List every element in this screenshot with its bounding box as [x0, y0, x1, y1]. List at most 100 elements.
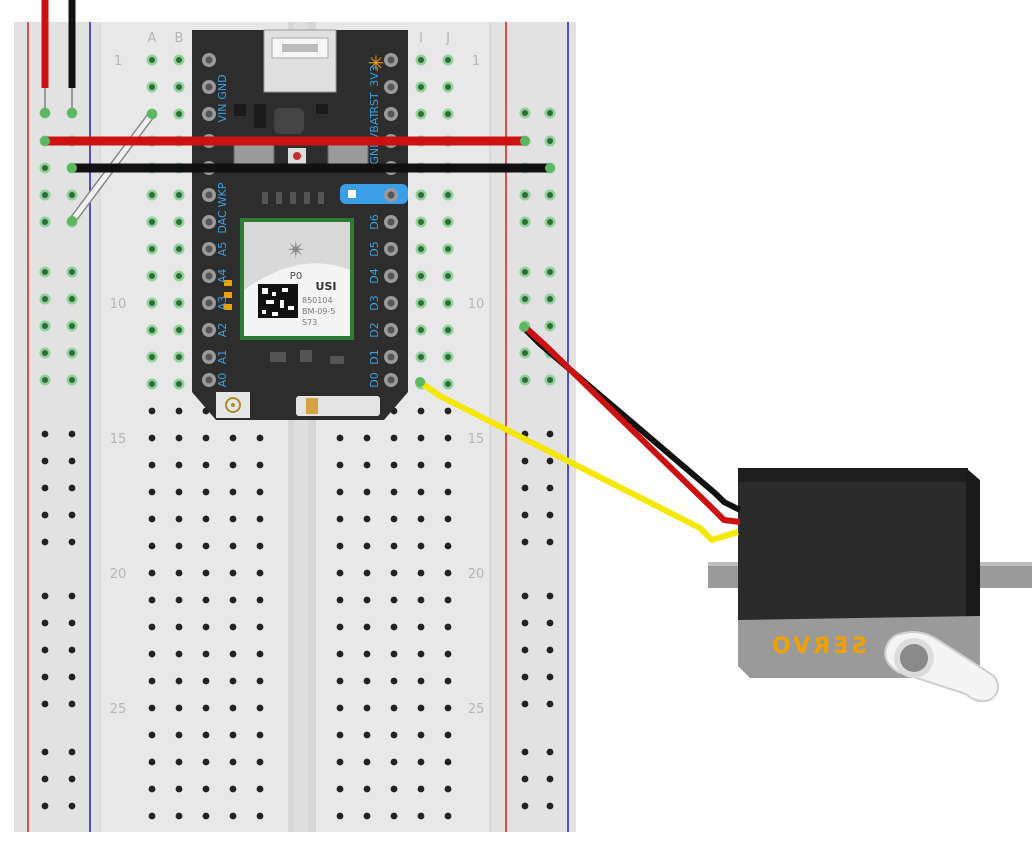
- breadboard-hole[interactable]: [68, 802, 76, 810]
- breadboard-hole[interactable]: [202, 677, 210, 685]
- breadboard-hole[interactable]: [229, 677, 237, 685]
- breadboard-hole[interactable]: [175, 569, 183, 577]
- breadboard-hole[interactable]: [336, 623, 344, 631]
- breadboard-hole[interactable]: [363, 569, 371, 577]
- breadboard-hole[interactable]: [546, 646, 554, 654]
- breadboard-hole[interactable]: [256, 461, 264, 469]
- breadboard-hole[interactable]: [444, 623, 452, 631]
- breadboard-hole[interactable]: [68, 646, 76, 654]
- breadboard-hole[interactable]: [175, 704, 183, 712]
- breadboard-hole[interactable]: [229, 623, 237, 631]
- breadboard-hole[interactable]: [229, 650, 237, 658]
- breadboard-hole[interactable]: [521, 457, 529, 465]
- breadboard-hole[interactable]: [336, 569, 344, 577]
- breadboard-hole[interactable]: [256, 488, 264, 496]
- breadboard-hole[interactable]: [521, 748, 529, 756]
- breadboard-hole[interactable]: [229, 569, 237, 577]
- breadboard-hole[interactable]: [148, 461, 156, 469]
- breadboard-hole[interactable]: [68, 700, 76, 708]
- breadboard-hole[interactable]: [390, 434, 398, 442]
- breadboard-hole[interactable]: [202, 515, 210, 523]
- breadboard-hole[interactable]: [363, 434, 371, 442]
- breadboard-hole[interactable]: [546, 775, 554, 783]
- breadboard-hole[interactable]: [229, 731, 237, 739]
- breadboard-hole[interactable]: [546, 484, 554, 492]
- breadboard-hole[interactable]: [521, 511, 529, 519]
- breadboard-hole[interactable]: [417, 434, 425, 442]
- breadboard-hole[interactable]: [417, 731, 425, 739]
- breadboard-hole[interactable]: [417, 785, 425, 793]
- breadboard-hole[interactable]: [148, 569, 156, 577]
- breadboard-hole[interactable]: [229, 461, 237, 469]
- breadboard-hole[interactable]: [41, 430, 49, 438]
- breadboard-hole[interactable]: [41, 484, 49, 492]
- breadboard-hole[interactable]: [175, 542, 183, 550]
- breadboard-hole[interactable]: [363, 596, 371, 604]
- breadboard-hole[interactable]: [256, 704, 264, 712]
- breadboard-hole[interactable]: [444, 785, 452, 793]
- breadboard-hole[interactable]: [229, 758, 237, 766]
- breadboard-hole[interactable]: [256, 812, 264, 820]
- breadboard-hole[interactable]: [175, 623, 183, 631]
- breadboard-hole[interactable]: [546, 673, 554, 681]
- breadboard-hole[interactable]: [41, 619, 49, 627]
- breadboard-hole[interactable]: [363, 731, 371, 739]
- breadboard-hole[interactable]: [148, 650, 156, 658]
- breadboard-hole[interactable]: [444, 596, 452, 604]
- breadboard-hole[interactable]: [175, 461, 183, 469]
- breadboard-hole[interactable]: [41, 775, 49, 783]
- breadboard-hole[interactable]: [390, 596, 398, 604]
- breadboard-hole[interactable]: [444, 758, 452, 766]
- breadboard-hole[interactable]: [546, 430, 554, 438]
- breadboard-hole[interactable]: [68, 457, 76, 465]
- breadboard-hole[interactable]: [175, 434, 183, 442]
- breadboard-hole[interactable]: [444, 434, 452, 442]
- breadboard-hole[interactable]: [229, 785, 237, 793]
- breadboard-hole[interactable]: [175, 515, 183, 523]
- breadboard-hole[interactable]: [68, 775, 76, 783]
- breadboard-hole[interactable]: [336, 758, 344, 766]
- breadboard-hole[interactable]: [546, 457, 554, 465]
- breadboard-hole[interactable]: [68, 511, 76, 519]
- breadboard-hole[interactable]: [68, 592, 76, 600]
- breadboard-hole[interactable]: [417, 704, 425, 712]
- breadboard-hole[interactable]: [41, 802, 49, 810]
- breadboard-hole[interactable]: [546, 748, 554, 756]
- breadboard-hole[interactable]: [336, 542, 344, 550]
- breadboard-hole[interactable]: [148, 785, 156, 793]
- breadboard-hole[interactable]: [256, 758, 264, 766]
- breadboard-hole[interactable]: [256, 785, 264, 793]
- breadboard-hole[interactable]: [256, 542, 264, 550]
- breadboard-hole[interactable]: [417, 596, 425, 604]
- breadboard-hole[interactable]: [256, 515, 264, 523]
- breadboard-hole[interactable]: [444, 650, 452, 658]
- breadboard-hole[interactable]: [175, 785, 183, 793]
- breadboard-hole[interactable]: [256, 569, 264, 577]
- breadboard-hole[interactable]: [336, 596, 344, 604]
- breadboard-hole[interactable]: [417, 569, 425, 577]
- breadboard-hole[interactable]: [202, 542, 210, 550]
- breadboard-hole[interactable]: [256, 596, 264, 604]
- breadboard-hole[interactable]: [336, 677, 344, 685]
- breadboard-hole[interactable]: [202, 731, 210, 739]
- breadboard-hole[interactable]: [390, 488, 398, 496]
- breadboard-hole[interactable]: [546, 538, 554, 546]
- breadboard-hole[interactable]: [175, 731, 183, 739]
- breadboard-hole[interactable]: [41, 457, 49, 465]
- breadboard-hole[interactable]: [68, 430, 76, 438]
- breadboard-hole[interactable]: [363, 515, 371, 523]
- breadboard-hole[interactable]: [68, 619, 76, 627]
- breadboard-hole[interactable]: [336, 704, 344, 712]
- breadboard-hole[interactable]: [202, 596, 210, 604]
- breadboard-hole[interactable]: [41, 592, 49, 600]
- breadboard-hole[interactable]: [444, 542, 452, 550]
- breadboard-hole[interactable]: [417, 461, 425, 469]
- breadboard-hole[interactable]: [336, 650, 344, 658]
- breadboard-hole[interactable]: [417, 542, 425, 550]
- breadboard-hole[interactable]: [444, 515, 452, 523]
- breadboard-hole[interactable]: [256, 731, 264, 739]
- breadboard-hole[interactable]: [336, 461, 344, 469]
- breadboard-hole[interactable]: [229, 704, 237, 712]
- breadboard-hole[interactable]: [444, 704, 452, 712]
- breadboard-hole[interactable]: [444, 407, 452, 415]
